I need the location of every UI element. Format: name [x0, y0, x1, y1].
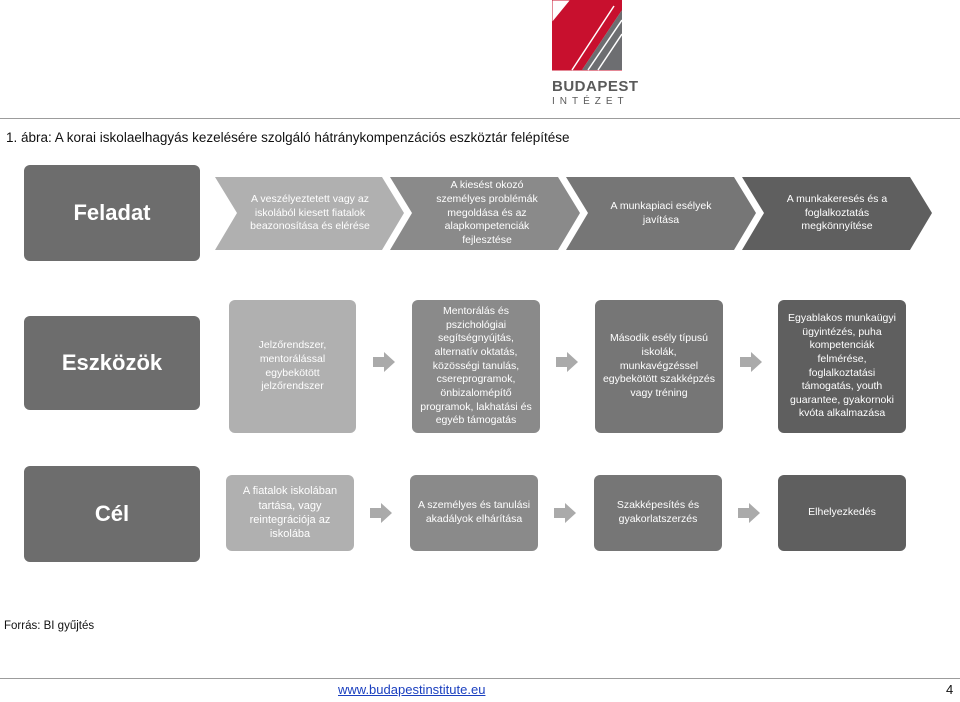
feladat-item-4: A munkakeresés és a foglalkoztatás megkö…	[786, 193, 888, 233]
eszkozok-item-1: Jelzőrendszer, mentorálással egybekötött…	[229, 300, 356, 433]
logo-subtitle: INTÉZET	[552, 96, 629, 107]
chevron-4	[742, 177, 932, 250]
row-label-eszkozok: Eszközök	[24, 316, 200, 410]
cel-item-3: Szakképesítés és gyakorlatszerzés	[594, 475, 722, 551]
figure-title: 1. ábra: A korai iskolaelhagyás kezelésé…	[6, 130, 570, 145]
page-number: 4	[946, 682, 954, 697]
row-label-feladat: Feladat	[24, 165, 200, 261]
arrow-right-icon	[556, 352, 578, 372]
cel-item-4: Elhelyezkedés	[778, 475, 906, 551]
arrow-right-icon	[740, 352, 762, 372]
feladat-item-3: A munkapiaci esélyek javítása	[610, 199, 712, 226]
budapest-institute-logo	[552, 0, 622, 71]
cel-item-2: A személyes és tanulási akadályok elhárí…	[410, 475, 538, 551]
eszkozok-item-2: Mentorálás és pszichológiai segítségnyúj…	[412, 300, 540, 433]
footer-divider	[0, 678, 960, 679]
header-divider	[0, 118, 960, 119]
chevron-2	[390, 177, 580, 250]
eszkozok-item-3: Második esély típusú iskolák, munkavégzé…	[595, 300, 723, 433]
chevron-3	[566, 177, 756, 250]
feladat-item-1: A veszélyeztetett vagy az iskolából kies…	[250, 193, 370, 233]
feladat-item-2: A kiesést okozó személyes problémák mego…	[436, 179, 538, 246]
eszkozok-item-4: Egyablakos munkaügyi ügyintézés, puha ko…	[778, 300, 906, 433]
arrow-right-icon	[738, 503, 760, 523]
row-label-cel: Cél	[24, 466, 200, 562]
source-note: Forrás: BI gyűjtés	[4, 620, 95, 632]
footer-link[interactable]: www.budapestinstitute.eu	[338, 682, 486, 697]
cel-item-1: A fiatalok iskolában tartása, vagy reint…	[226, 475, 354, 551]
chevron-1	[215, 177, 404, 250]
logo-name: BUDAPEST	[552, 78, 639, 95]
arrow-right-icon	[370, 503, 392, 523]
arrow-right-icon	[373, 352, 395, 372]
arrow-right-icon	[554, 503, 576, 523]
